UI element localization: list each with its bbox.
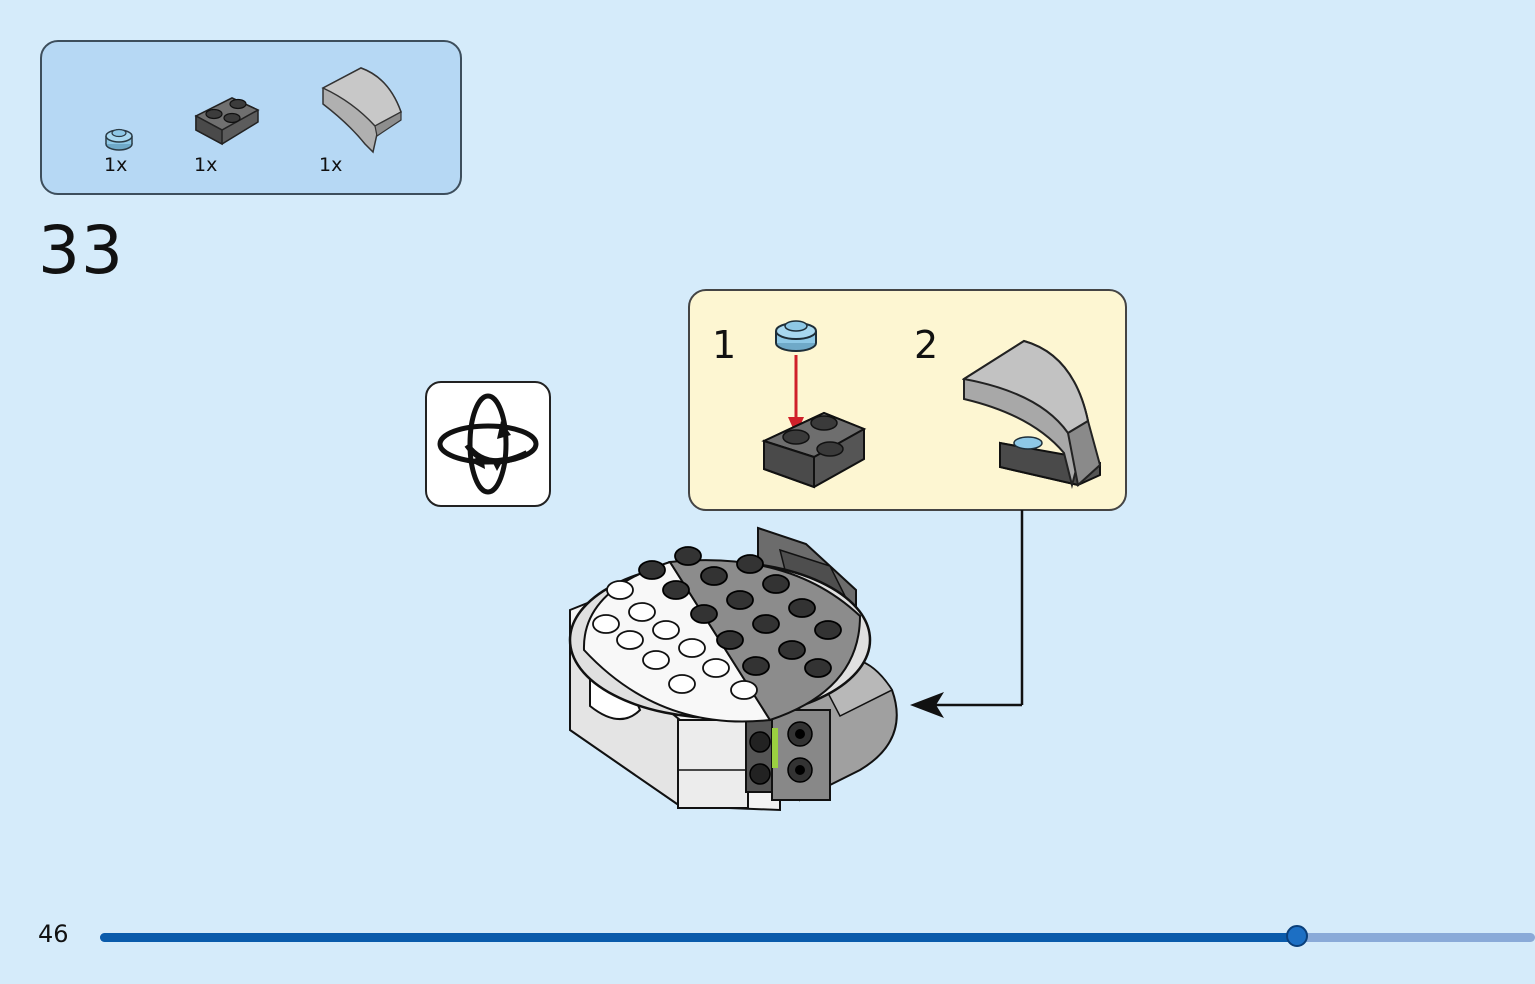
rotate-model-icon <box>425 381 551 507</box>
substep-1-illustration <box>760 311 880 491</box>
progress-fill <box>100 933 1297 942</box>
sub-assembly-callout: 1 2 <box>688 289 1127 511</box>
page-number: 46 <box>38 920 69 948</box>
main-model-illustration <box>560 520 920 820</box>
part-qty-3: 1x <box>319 154 343 176</box>
part-qty-2: 1x <box>194 154 218 176</box>
progress-marker <box>1285 925 1308 947</box>
progress-bar <box>100 925 1535 947</box>
step-number: 33 <box>38 212 124 289</box>
substep-number-1: 1 <box>712 323 737 367</box>
callout-connector <box>900 508 1030 728</box>
round-plate-icon <box>102 122 136 152</box>
substep-2-illustration <box>962 335 1112 495</box>
substep-number-2: 2 <box>914 323 939 367</box>
part-qty-1: 1x <box>104 154 128 176</box>
wedge-plate-icon <box>192 92 264 152</box>
parts-list-box: 1x 1x 1x <box>40 40 462 195</box>
curved-slope-icon <box>317 64 409 156</box>
